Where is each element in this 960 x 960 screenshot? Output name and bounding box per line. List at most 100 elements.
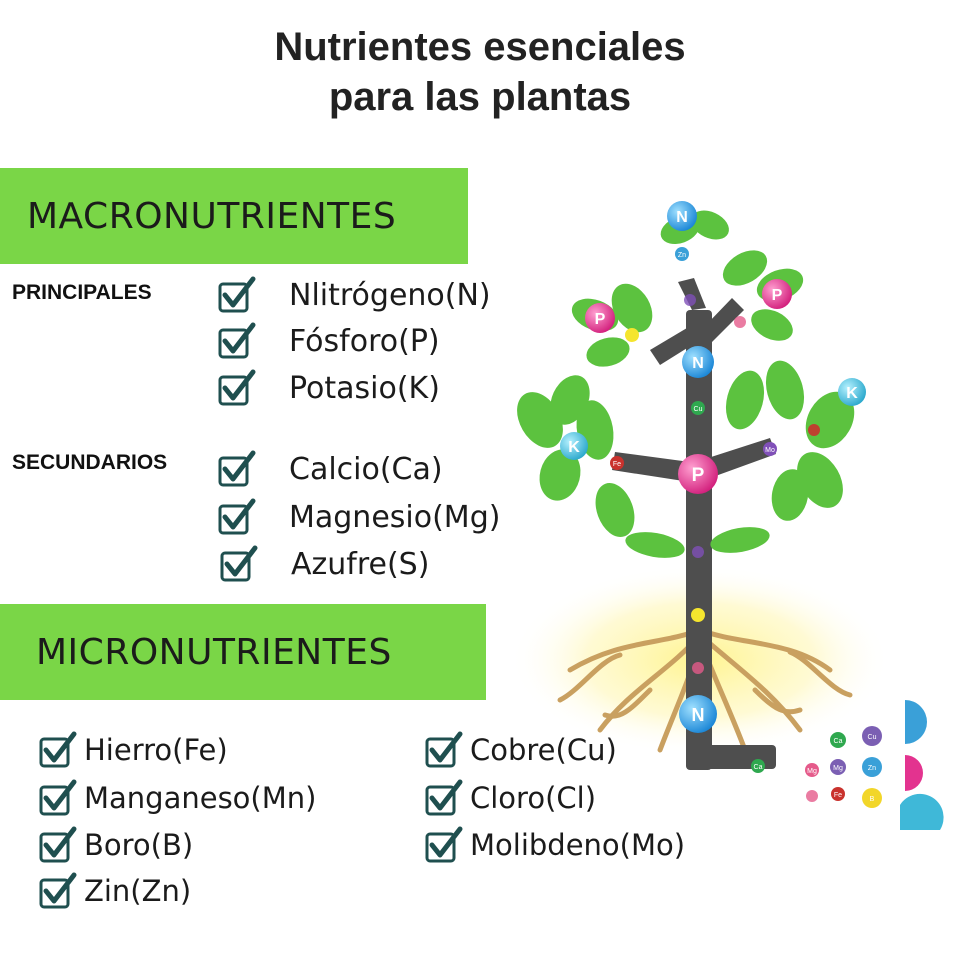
tag-label: Mg bbox=[833, 765, 843, 772]
list-item-chlorine: Cloro(Cl) bbox=[424, 778, 596, 818]
list-item-copper: Cobre(Cu) bbox=[424, 730, 617, 770]
list-item-potassium: Potasio(K) bbox=[217, 368, 440, 408]
zinc-tag: Zn bbox=[675, 247, 689, 261]
item-label: Zin(Zn) bbox=[84, 874, 192, 908]
potassium-right-node: K bbox=[838, 378, 866, 406]
list-item-nitrogen: Nlitrógeno(N) bbox=[217, 275, 491, 315]
list-item-manganese: Manganeso(Mn) bbox=[38, 778, 316, 818]
iron-tag-2: Fe bbox=[831, 787, 845, 801]
item-label: Fósforo(P) bbox=[289, 323, 440, 359]
list-item-phosphorus: Fósforo(P) bbox=[217, 321, 440, 361]
plant-illustration: N P P N K K P N Zn bbox=[510, 201, 944, 830]
checkbox-icon bbox=[217, 275, 257, 315]
decor-dots bbox=[625, 294, 944, 830]
checkmark-svg bbox=[39, 826, 77, 863]
tag-label: Ca bbox=[754, 764, 763, 771]
checkbox-icon bbox=[217, 449, 257, 489]
checkbox-icon bbox=[38, 871, 78, 911]
node-label: K bbox=[846, 385, 858, 402]
checkbox-icon bbox=[38, 730, 78, 770]
list-item-boron: Boro(B) bbox=[38, 825, 193, 865]
tag-label: Fe bbox=[613, 461, 621, 468]
nitrogen-top-node: N bbox=[667, 201, 697, 231]
node-label: N bbox=[692, 705, 705, 725]
checkbox-icon bbox=[424, 825, 464, 865]
iron-tag: Fe bbox=[610, 456, 624, 470]
item-label: Potasio(K) bbox=[289, 370, 440, 406]
checkmark-svg bbox=[220, 545, 258, 582]
page-title: Nutrientes esenciales para las plantas bbox=[0, 22, 960, 122]
tag-label: Cu bbox=[868, 734, 877, 741]
macronutrients-heading: MACRONUTRIENTES bbox=[27, 195, 397, 237]
checkbox-icon bbox=[219, 544, 259, 584]
phosphorus-left-node: P bbox=[585, 303, 615, 333]
nitrogen-stem-node: N bbox=[682, 346, 714, 378]
item-label: Boro(B) bbox=[84, 828, 194, 862]
nitrogen-root-node: N bbox=[679, 695, 717, 733]
list-item-zinc: Zin(Zn) bbox=[38, 871, 191, 911]
secundarios-label: SECUNDARIOS bbox=[12, 451, 168, 474]
nutrient-nodes: N P P N K K P N bbox=[560, 201, 866, 733]
checkmark-svg bbox=[39, 779, 77, 816]
magnesium-tag-2: Mg bbox=[830, 759, 846, 775]
node-label: P bbox=[772, 287, 783, 304]
node-label: N bbox=[692, 355, 704, 372]
checkmark-svg bbox=[218, 322, 256, 359]
list-item-sulfur: Azufre(S) bbox=[219, 544, 429, 584]
checkbox-icon bbox=[217, 368, 257, 408]
checkbox-icon bbox=[38, 825, 78, 865]
list-item-magnesium: Magnesio(Mg) bbox=[217, 497, 500, 537]
item-label: Hierro(Fe) bbox=[84, 733, 228, 767]
item-label: Nlitrógeno(N) bbox=[289, 277, 491, 313]
tag-label: Mg bbox=[807, 768, 817, 775]
item-label: Manganeso(Mn) bbox=[84, 781, 317, 815]
zinc-tag-2: Zn bbox=[862, 757, 882, 777]
molybdenum-tag: Mo bbox=[763, 442, 777, 456]
item-label: Azufre(S) bbox=[291, 546, 430, 582]
copper-tag-2: Cu bbox=[862, 726, 882, 746]
micronutrients-heading: MICRONUTRIENTES bbox=[36, 631, 392, 673]
node-label: P bbox=[692, 465, 705, 486]
checkmark-svg bbox=[425, 731, 463, 768]
checkmark-svg bbox=[425, 779, 463, 816]
list-item-molybdenum: Molibdeno(Mo) bbox=[424, 825, 685, 865]
phosphorus-right-node: P bbox=[762, 279, 792, 309]
principales-label: PRINCIPALES bbox=[12, 281, 152, 304]
micronutrients-banner: MICRONUTRIENTES bbox=[0, 604, 486, 700]
macronutrients-banner: MACRONUTRIENTES bbox=[0, 168, 468, 264]
tag-label: Mo bbox=[765, 447, 775, 454]
node-label: N bbox=[676, 209, 688, 226]
tag-label: Cu bbox=[694, 406, 703, 413]
magnesium-tag: Mg bbox=[805, 763, 819, 777]
phosphorus-center-node: P bbox=[678, 454, 718, 494]
boron-tag: B bbox=[862, 788, 882, 808]
item-label: Magnesio(Mg) bbox=[289, 499, 501, 535]
tag-label: Zn bbox=[678, 252, 686, 259]
calcium-tag-2: Ca bbox=[751, 759, 765, 773]
item-label: Calcio(Ca) bbox=[289, 451, 443, 487]
potassium-left-node: K bbox=[560, 432, 588, 460]
item-label: Molibdeno(Mo) bbox=[470, 828, 686, 862]
nutrient-tags: Zn Fe Cu Mo Mg Ca Mg Zn Fe B Cu Ca bbox=[610, 247, 882, 808]
tag-label: Zn bbox=[868, 765, 876, 772]
title-line-2: para las plantas bbox=[328, 75, 632, 119]
tag-label: Ca bbox=[834, 738, 843, 745]
checkmark-svg bbox=[218, 276, 256, 313]
checkmark-svg bbox=[39, 731, 77, 768]
checkbox-icon bbox=[217, 497, 257, 537]
checkbox-icon bbox=[38, 778, 78, 818]
checkmark-svg bbox=[218, 498, 256, 535]
plant-stem bbox=[612, 278, 776, 770]
checkbox-icon bbox=[217, 321, 257, 361]
copper-tag: Cu bbox=[691, 401, 705, 415]
checkmark-svg bbox=[39, 872, 77, 909]
node-label: P bbox=[595, 311, 606, 328]
checkmark-svg bbox=[218, 369, 256, 406]
checkbox-icon bbox=[424, 778, 464, 818]
item-label: Cloro(Cl) bbox=[470, 781, 597, 815]
calcium-tag: Ca bbox=[830, 732, 846, 748]
item-label: Cobre(Cu) bbox=[470, 733, 617, 767]
tag-label: B bbox=[870, 796, 875, 803]
node-label: K bbox=[568, 439, 580, 456]
list-item-iron: Hierro(Fe) bbox=[38, 730, 228, 770]
